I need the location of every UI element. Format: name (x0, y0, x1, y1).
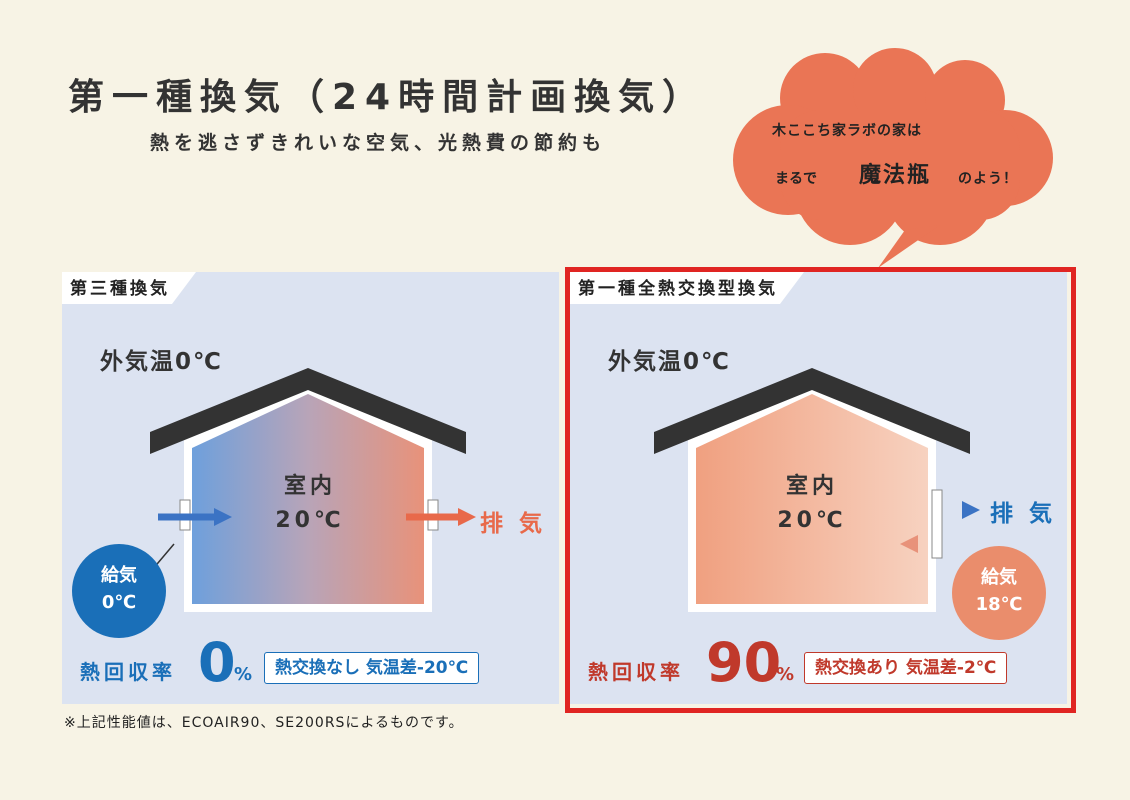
bubble-emphasis: 魔法瓶 (859, 163, 932, 188)
supply-air-badge: 給気 18℃ (952, 546, 1046, 640)
room-label: 室内 (785, 474, 838, 499)
panel-type3-ventilation: 第三種換気 外気温0℃ 室内 20℃ 排 気 給気 0℃ 熱回収率 0 % 熱交… (62, 272, 559, 704)
bubble-line-2-prefix: まるで (775, 171, 817, 187)
speech-bubble-cloud (733, 48, 1053, 268)
heat-recovery-label: 熱回収率 (588, 660, 684, 684)
page-title: 第一種換気（24時間計画換気） (68, 77, 707, 118)
room-temperature: 20℃ (275, 508, 345, 533)
exhaust-label: 排 気 (480, 511, 547, 537)
heat-exchange-info-box: 熱交換なし 気温差-20℃ (264, 652, 480, 684)
bubble-line-2-suffix: のよう！ (958, 171, 1018, 187)
room-label-group: 室内 20℃ (230, 470, 390, 538)
room-label-group: 室内 20℃ (732, 470, 892, 538)
heat-recovery-value: 90 (706, 631, 782, 694)
footnote: ※上記性能値は、ECOAIR90、SE200RSによるものです。 (64, 715, 464, 731)
highlight-border (565, 267, 1076, 713)
outside-temperature: 外気温0℃ (608, 349, 731, 375)
outside-temperature: 外気温0℃ (100, 349, 223, 375)
exhaust-label: 排 気 (990, 501, 1057, 527)
heat-recovery-unit: % (234, 664, 253, 685)
room-label: 室内 (283, 474, 336, 499)
supply-temperature: 0℃ (101, 592, 137, 613)
heat-recovery-unit: % (776, 664, 795, 685)
room-temperature: 20℃ (777, 508, 847, 533)
supply-air-badge: 給気 0℃ (72, 544, 166, 638)
panel-tab-label: 第一種全熱交換型換気 (570, 272, 804, 304)
heat-recovery-label: 熱回収率 (80, 660, 176, 684)
supply-temperature: 18℃ (975, 594, 1023, 615)
panel-tab-label: 第三種換気 (62, 272, 196, 304)
heat-exchange-info-box: 熱交換あり 気温差-2℃ (804, 652, 1008, 684)
house-illustration (654, 368, 980, 612)
heat-recovery-value: 0 (198, 631, 236, 694)
supply-label: 給気 (981, 567, 1017, 588)
panel-type1-heat-exchange: 第一種全熱交換型換気 外気温0℃ 室内 20℃ 排 気 (570, 272, 1067, 704)
bubble-line-1: 木ここち家ラボの家は (772, 123, 922, 139)
page-subtitle: 熱を逃さずきれいな空気、光熱費の節約も (150, 132, 607, 154)
supply-label: 給気 (101, 565, 137, 586)
house-illustration (150, 368, 476, 612)
